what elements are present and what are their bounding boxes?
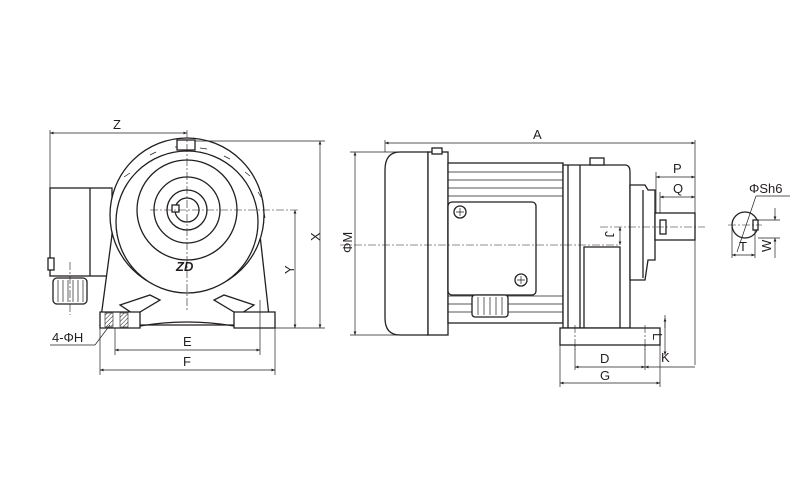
gearbox-foot: [559, 327, 661, 346]
dim-e-label: E: [183, 334, 192, 349]
dim-d-label: D: [600, 351, 609, 366]
side-view: A ΦM P Q J L K D G: [340, 127, 705, 387]
dim-w-label: W: [759, 239, 774, 252]
right-foot: [233, 311, 276, 329]
dim-q-label: Q: [673, 181, 683, 196]
dim-g-label: G: [600, 368, 610, 383]
motor-flange: [427, 151, 449, 336]
output-shaft: [654, 212, 696, 241]
dim-k-label: K: [661, 350, 670, 365]
dim-x-label: X: [308, 232, 323, 241]
vent-plug: [176, 139, 196, 151]
dim-s-label: ΦSh6: [749, 181, 783, 196]
dim-l-label: L: [650, 333, 665, 340]
dim-f-label: F: [183, 354, 191, 369]
dim-m-label: ΦM: [340, 232, 355, 253]
dim-p-label: P: [673, 161, 682, 176]
dim-t-label: T: [739, 239, 747, 254]
dim-z-label: Z: [113, 117, 121, 132]
terminal-box: [49, 187, 113, 277]
dim-j-label: J: [602, 231, 617, 238]
fan-cover: [384, 151, 429, 336]
brand-logo: ZD: [175, 259, 194, 274]
front-view: ZD Z X Y E F 4-ΦH: [47, 117, 325, 375]
dim-a-label: A: [533, 127, 542, 142]
dim-hole-label: 4-ΦH: [52, 330, 83, 345]
dim-y-label: Y: [282, 265, 297, 274]
shaft-section: ΦSh6 T W: [728, 181, 790, 258]
